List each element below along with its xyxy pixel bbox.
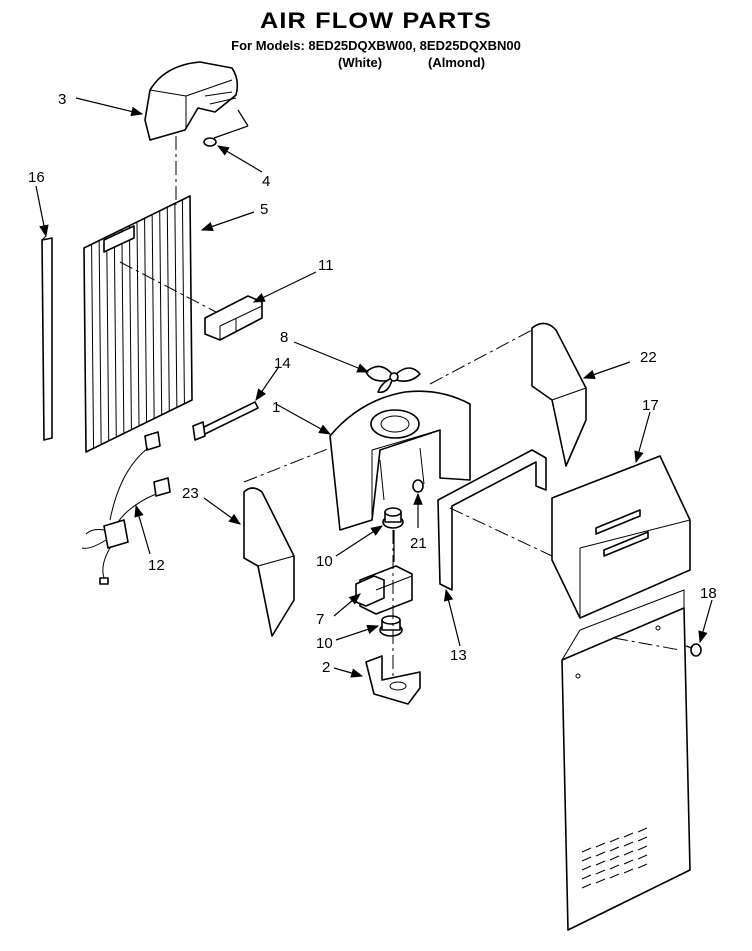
callout-2: 2 — [322, 659, 330, 676]
panel-rib — [91, 244, 95, 449]
part-16-foam-strip — [41, 235, 53, 441]
panel-rib — [113, 233, 117, 438]
panel-rib — [144, 218, 148, 423]
callout-4: 4 — [262, 173, 270, 190]
vent-slot — [623, 850, 634, 856]
callout-18: 18 — [700, 585, 717, 602]
panel-rib — [128, 225, 132, 430]
vent-slot — [623, 868, 634, 874]
callout-14: 14 — [274, 355, 291, 372]
part-22-baffle — [531, 322, 587, 467]
part-8-fan-blade — [365, 365, 421, 394]
vent-slot — [623, 841, 634, 847]
part-1-fan-shroud — [329, 390, 471, 531]
vent-slot — [609, 846, 620, 852]
vent-slot — [581, 874, 592, 880]
panel-rib — [159, 210, 163, 415]
part-13-gasket — [437, 449, 547, 591]
vent-slot — [595, 869, 606, 875]
callout-12: 12 — [148, 557, 165, 574]
diagram-title: AIR FLOW PARTS — [259, 8, 493, 33]
assembly-lines — [119, 136, 681, 680]
color-almond-label: (Almond) — [428, 55, 486, 70]
part-21-screw — [412, 479, 424, 493]
panel-rib — [106, 236, 110, 441]
part-23-baffle — [243, 487, 295, 637]
panel-rib — [181, 199, 185, 404]
vent-slot — [581, 847, 592, 853]
part-2-motor-bracket — [365, 655, 421, 705]
vent-slot — [595, 842, 606, 848]
callout-10-upper: 10 — [316, 553, 333, 570]
callout-3: 3 — [58, 91, 66, 108]
callout-22: 22 — [640, 349, 657, 366]
callout-21: 21 — [410, 535, 427, 552]
vent-slot — [609, 837, 620, 843]
callout-23: 23 — [182, 485, 199, 502]
part-14-heater — [192, 401, 259, 441]
panel-rib — [136, 221, 140, 427]
color-white-label: (White) — [338, 55, 383, 70]
part-10-grommet-upper — [382, 507, 404, 529]
callout-7: 7 — [316, 611, 324, 628]
vent-slot — [609, 864, 620, 870]
part-18-screw — [685, 643, 702, 657]
vent-slot — [637, 845, 648, 851]
vent-slot — [623, 832, 634, 838]
callout-5: 5 — [260, 201, 268, 218]
part-5-evaporator-panel — [83, 195, 193, 453]
part-10-grommet-lower — [379, 615, 403, 637]
vent-slot — [609, 873, 620, 879]
rear-panel — [561, 589, 691, 931]
vent-slot — [595, 851, 606, 857]
panel-rib — [174, 203, 178, 408]
callout-13: 13 — [450, 647, 467, 664]
vent-slot — [595, 878, 606, 884]
vent-slot — [581, 856, 592, 862]
callout-1: 1 — [272, 399, 280, 416]
part-17-rear-cover — [551, 455, 691, 619]
vent-slot — [581, 883, 592, 889]
models-line: For Models: 8ED25DQXBW00, 8ED25DQXBN00 — [231, 38, 521, 53]
part-4-screw — [203, 125, 249, 147]
callout-16: 16 — [28, 169, 45, 186]
callout-10-lower: 10 — [316, 635, 333, 652]
vent-slot — [609, 855, 620, 861]
vent-slot — [637, 827, 648, 833]
vent-slot — [595, 860, 606, 866]
callout-17: 17 — [642, 397, 659, 414]
vent-slot — [623, 859, 634, 865]
vent-slot — [637, 854, 648, 860]
callout-11: 11 — [318, 257, 334, 274]
leader-lines — [35, 97, 713, 678]
callout-labels: 3 4 16 5 11 8 14 1 22 17 23 12 10 21 7 1… — [28, 91, 717, 676]
vent-slot — [637, 863, 648, 869]
part-7-fan-motor — [355, 530, 413, 615]
panel-rib — [98, 240, 102, 445]
part-12-wiring-harness — [81, 431, 171, 585]
vent-slot — [637, 836, 648, 842]
part-11-connector-block — [204, 295, 263, 341]
panel-rib — [151, 214, 155, 419]
part-3-duct-cover — [144, 61, 249, 141]
callout-8: 8 — [280, 329, 288, 346]
panel-rib — [166, 207, 170, 412]
vent-slot — [581, 865, 592, 871]
